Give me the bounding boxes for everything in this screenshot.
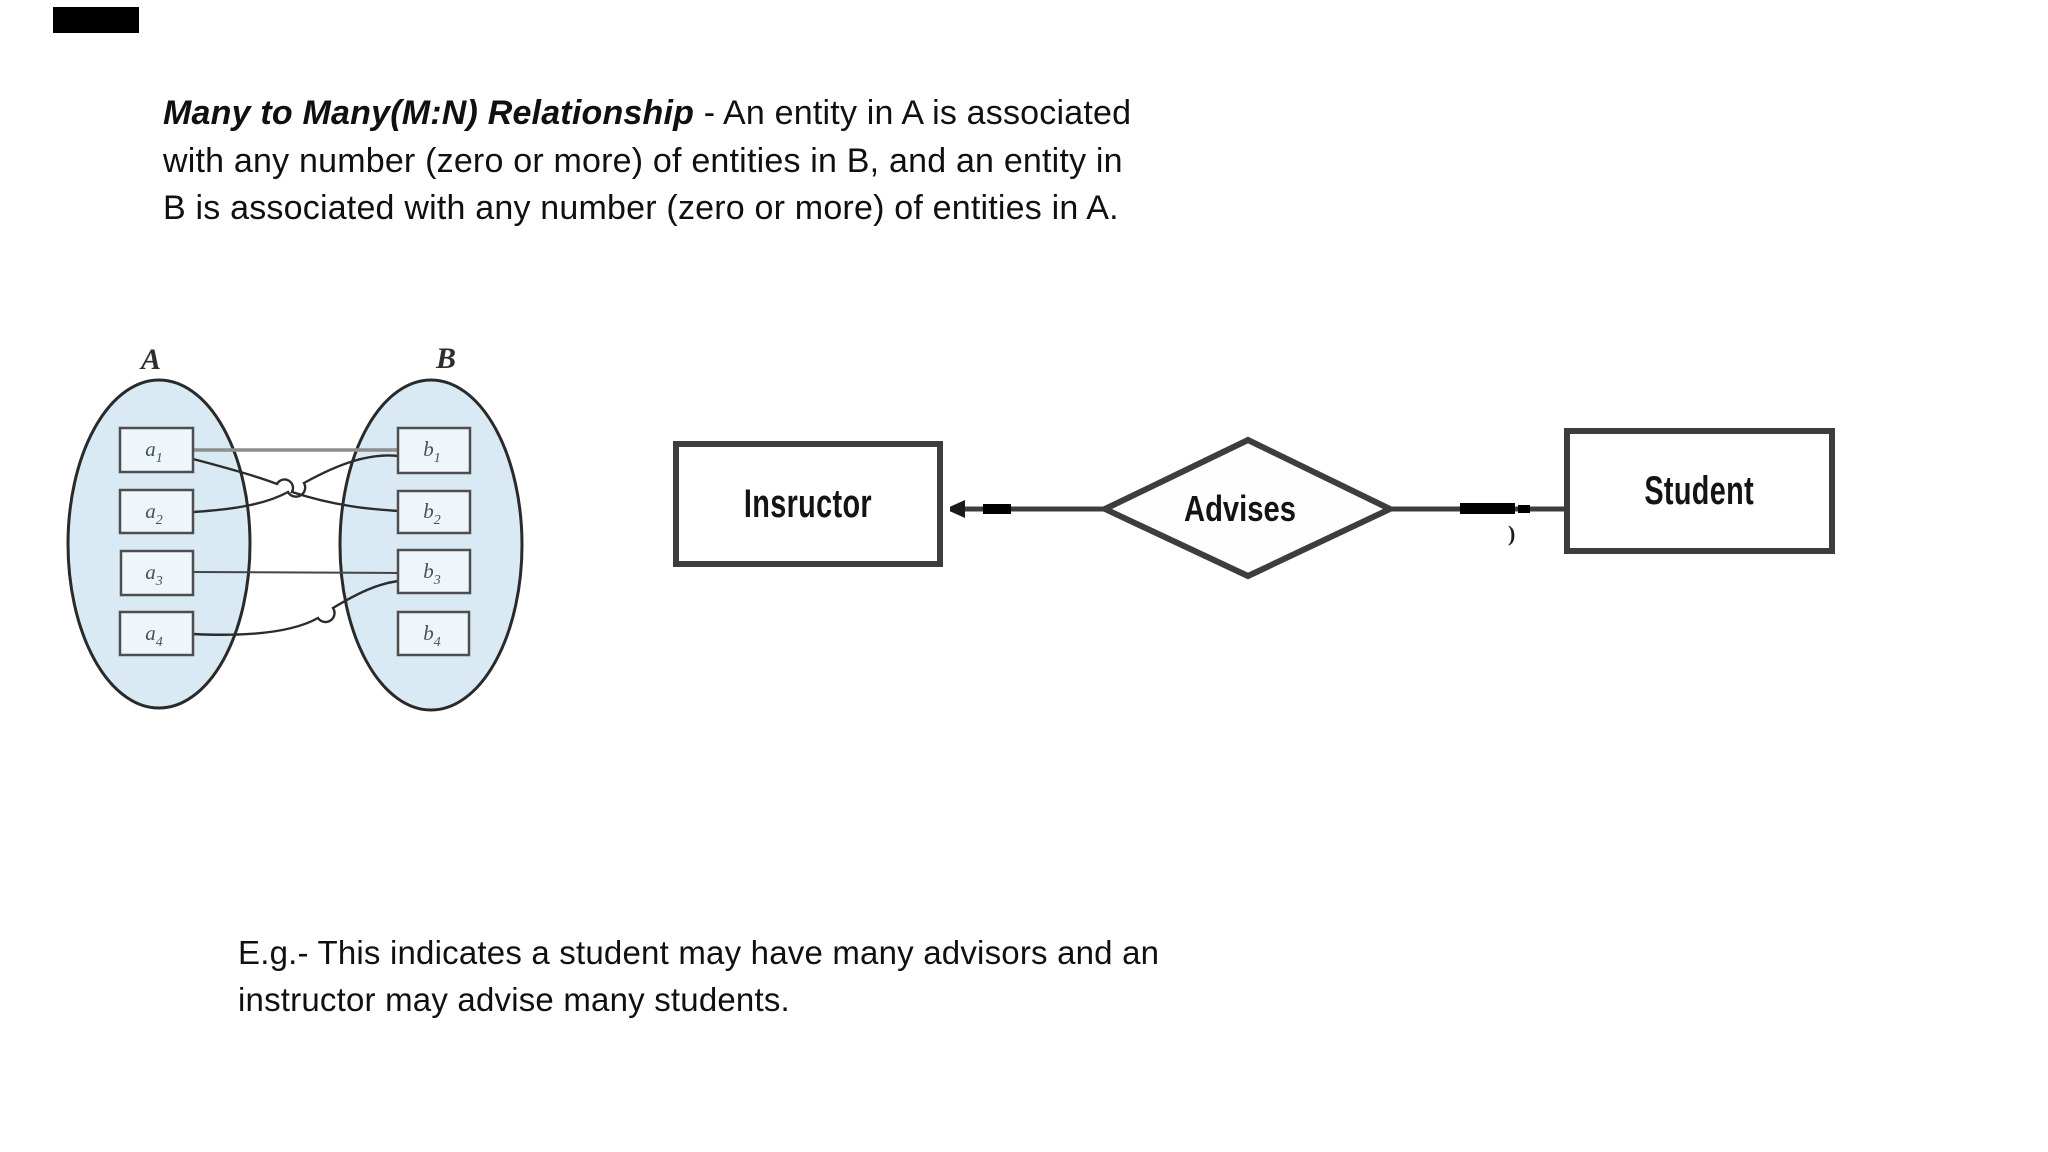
set-item-a1-label: a1	[145, 437, 163, 466]
set-item-a4-box	[118, 610, 195, 657]
set-item-a3-label: a3	[145, 560, 163, 589]
instructor-entity-box: Insructor	[673, 441, 943, 567]
title-line-1: Many to Many(M:N) Relationship - An enti…	[163, 90, 1131, 138]
example-text: E.g.- This indicates a student may have …	[238, 929, 1159, 1023]
set-item-b1-box	[396, 426, 472, 475]
set-item-b4-label: b4	[423, 621, 441, 650]
set-item-a3-box	[119, 549, 195, 597]
set-item-a4-label: a4	[145, 621, 163, 650]
student-entity-box: Student	[1564, 428, 1835, 554]
set-item-a2-label: a2	[145, 499, 163, 528]
er-connector-diagram: Advises	[950, 436, 1566, 580]
connector-right-tick	[1518, 505, 1530, 513]
slide-title: Many to Many(M:N) Relationship - An enti…	[163, 90, 1131, 233]
student-entity-label: Student	[1644, 468, 1755, 513]
connector-left-highlight	[983, 504, 1011, 514]
set-item-a2-box	[118, 488, 195, 535]
set-a-label: A	[139, 343, 161, 376]
mapping-curve-a4-b3	[192, 579, 399, 636]
cardinality-mark: )	[1508, 521, 1516, 546]
set-item-b3-label: b3	[423, 559, 441, 588]
mapping-line-a3-b3	[192, 571, 399, 574]
set-item-b3-box	[396, 548, 472, 595]
example-line-1: E.g.- This indicates a student may have …	[238, 934, 1160, 971]
set-b-ellipse	[338, 378, 524, 712]
set-item-b2-label: b2	[423, 499, 441, 528]
set-diagram: A B a1 a2 a3 a4 b1 b2 b3 b4	[66, 342, 524, 712]
title-bold-segment: Many to Many(M:N) Relationship	[163, 94, 695, 132]
set-b-label: B	[435, 342, 456, 375]
set-item-b4-box	[396, 610, 471, 657]
advises-relationship-label: Advises	[1184, 488, 1296, 529]
mapping-curve-a2-b1	[192, 454, 399, 514]
set-item-b1-label: b1	[423, 437, 441, 466]
title-line-3: B is associated with any number (zero or…	[163, 189, 1119, 227]
title-line-2: with any number (zero or more) of entiti…	[163, 141, 1123, 180]
connector-right-highlight	[1460, 503, 1515, 514]
mapping-curve-a1-b2	[192, 457, 399, 513]
example-line-2: instructor may advise many students.	[238, 981, 790, 1018]
instructor-entity-label: Insructor	[743, 481, 873, 526]
set-item-a1-box	[118, 426, 195, 474]
title-line-1-rest: - An entity in A is associated	[694, 94, 1132, 132]
set-item-b2-box	[396, 489, 472, 535]
top-left-marker	[53, 7, 139, 33]
connector-left-arrowhead-icon	[950, 500, 965, 518]
